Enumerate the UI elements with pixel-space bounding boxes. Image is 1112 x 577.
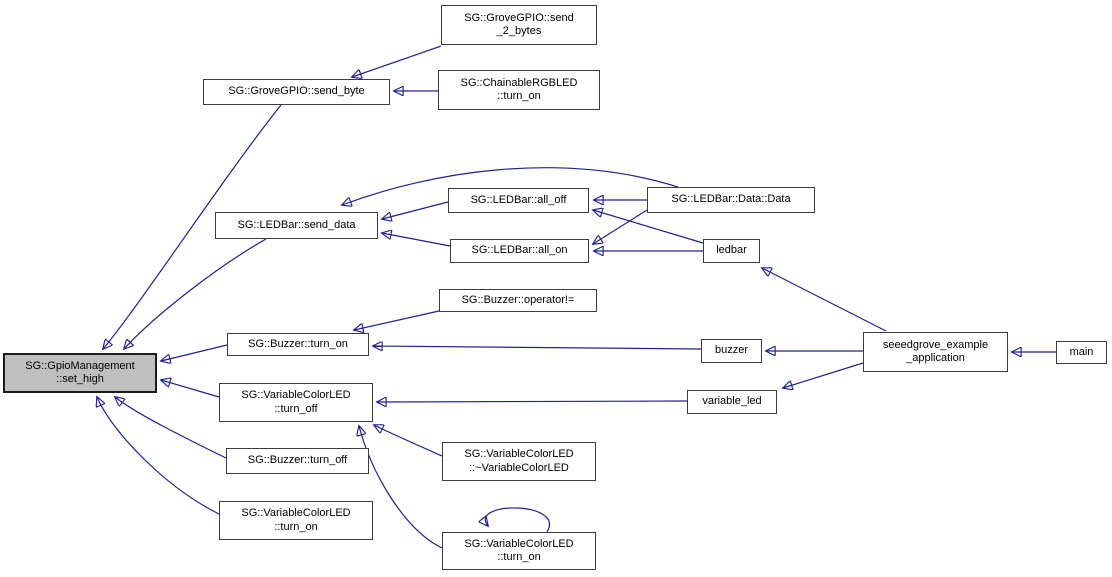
node-sg-buzzer-operator-ne[interactable]: SG::Buzzer::operator!= (439, 289, 597, 312)
node-sg-ledbar-data-data-label: SG::LEDBar::Data::Data (671, 193, 791, 206)
node-sg-ledbar-send-data-label: SG::LEDBar::send_data (237, 218, 356, 231)
edge-ledbar-to-all-off (593, 210, 704, 244)
node-sg-grovegpio-send-2-bytes-label: SG::GroveGPIO::send _2_bytes (464, 11, 574, 38)
edge-variable-led-to-vcl-turn-off (377, 401, 688, 402)
node-variable-led[interactable]: variable_led (687, 390, 777, 414)
edge-send-2-bytes-to-send-byte (352, 45, 442, 77)
edge-send-byte-to-set-high (103, 104, 282, 349)
node-sg-buzzer-turn-off[interactable]: SG::Buzzer::turn_off (226, 448, 369, 474)
node-sg-chainablergbled-turn-on[interactable]: SG::ChainableRGBLED ::turn_on (438, 70, 600, 110)
node-buzzer-label: buzzer (714, 344, 749, 357)
node-sg-ledbar-all-on-label: SG::LEDBar::all_on (471, 244, 568, 257)
node-sg-variablecolorled-turn-on-bottom-label: SG::VariableColorLED ::turn_on (464, 537, 574, 564)
edge-vcl-turn-off-to-set-high (161, 380, 220, 398)
node-variable-led-label: variable_led (702, 395, 762, 408)
node-buzzer[interactable]: buzzer (701, 339, 762, 363)
node-main[interactable]: main (1056, 341, 1107, 364)
node-sg-variablecolorled-destructor-label: SG::VariableColorLED ::~VariableColorLED (464, 448, 574, 474)
node-sg-buzzer-turn-on-label: SG::Buzzer::turn_on (248, 337, 348, 350)
edge-all-on-to-send-data (382, 233, 451, 247)
node-sg-variablecolorled-turn-on-left[interactable]: SG::VariableColorLED ::turn_on (219, 501, 373, 540)
node-sg-buzzer-turn-off-label: SG::Buzzer::turn_off (247, 454, 348, 467)
node-sg-variablecolorled-turn-off-label: SG::VariableColorLED ::turn_off (241, 389, 351, 415)
node-sg-gpiomanagement-set-high-label: SG::GpioManagement ::set_high (25, 359, 135, 386)
node-sg-ledbar-send-data[interactable]: SG::LEDBar::send_data (215, 212, 378, 239)
edge-vcl-turn-on-bottom-to-vcl-turn-off (359, 426, 443, 549)
node-sg-ledbar-all-on[interactable]: SG::LEDBar::all_on (450, 239, 589, 263)
edge-data-data-to-all-on (593, 209, 648, 244)
node-sg-ledbar-all-off-label: SG::LEDBar::all_off (470, 193, 567, 206)
node-sg-ledbar-data-data[interactable]: SG::LEDBar::Data::Data (647, 187, 815, 213)
edge-vcl-destructor-to-vcl-turn-off (374, 425, 443, 457)
edge-buzzer-turn-on-to-set-high (161, 344, 228, 361)
node-ledbar-label: ledbar (716, 244, 747, 257)
edge-buzzer-turn-off-to-set-high (115, 397, 227, 459)
node-sg-gpiomanagement-set-high: SG::GpioManagement ::set_high (3, 353, 157, 393)
edge-send-data-to-set-high (124, 238, 267, 349)
node-sg-variablecolorled-turn-off[interactable]: SG::VariableColorLED ::turn_off (219, 383, 373, 422)
node-seeedgrove-example-application[interactable]: seeedgrove_example _application (863, 332, 1008, 372)
node-sg-variablecolorled-destructor[interactable]: SG::VariableColorLED ::~VariableColorLED (442, 442, 596, 481)
edge-data-data-to-send-data (342, 167, 679, 205)
node-sg-grovegpio-send-byte-label: SG::GroveGPIO::send_byte (228, 85, 365, 98)
edge-buzzer-to-buzzer-turn-on (373, 346, 702, 349)
node-sg-variablecolorled-turn-on-left-label: SG::VariableColorLED ::turn_on (241, 507, 351, 533)
edge-all-off-to-send-data (382, 201, 449, 219)
node-sg-ledbar-all-off[interactable]: SG::LEDBar::all_off (448, 188, 589, 213)
node-main-label: main (1069, 345, 1094, 358)
node-sg-chainablergbled-turn-on-label: SG::ChainableRGBLED ::turn_on (460, 76, 578, 103)
node-sg-buzzer-turn-on[interactable]: SG::Buzzer::turn_on (227, 333, 369, 356)
node-sg-grovegpio-send-byte[interactable]: SG::GroveGPIO::send_byte (203, 79, 390, 105)
node-seeedgrove-example-application-label: seeedgrove_example _application (882, 338, 989, 365)
node-sg-variablecolorled-turn-on-bottom[interactable]: SG::VariableColorLED ::turn_on (442, 532, 596, 570)
node-sg-buzzer-operator-ne-label: SG::Buzzer::operator!= (461, 293, 575, 306)
edge-vcl-turn-on-left-to-set-high (97, 397, 220, 515)
edge-seeedgrove-to-ledbar (762, 268, 887, 332)
edge-seeedgrove-to-variable-led (783, 362, 864, 388)
node-ledbar[interactable]: ledbar (703, 239, 760, 263)
node-sg-grovegpio-send-2-bytes[interactable]: SG::GroveGPIO::send _2_bytes (441, 5, 597, 45)
edge-operator-ne-to-buzzer-turn-on (354, 310, 440, 330)
edge-vcl-turn-on-self-loop (485, 507, 551, 533)
